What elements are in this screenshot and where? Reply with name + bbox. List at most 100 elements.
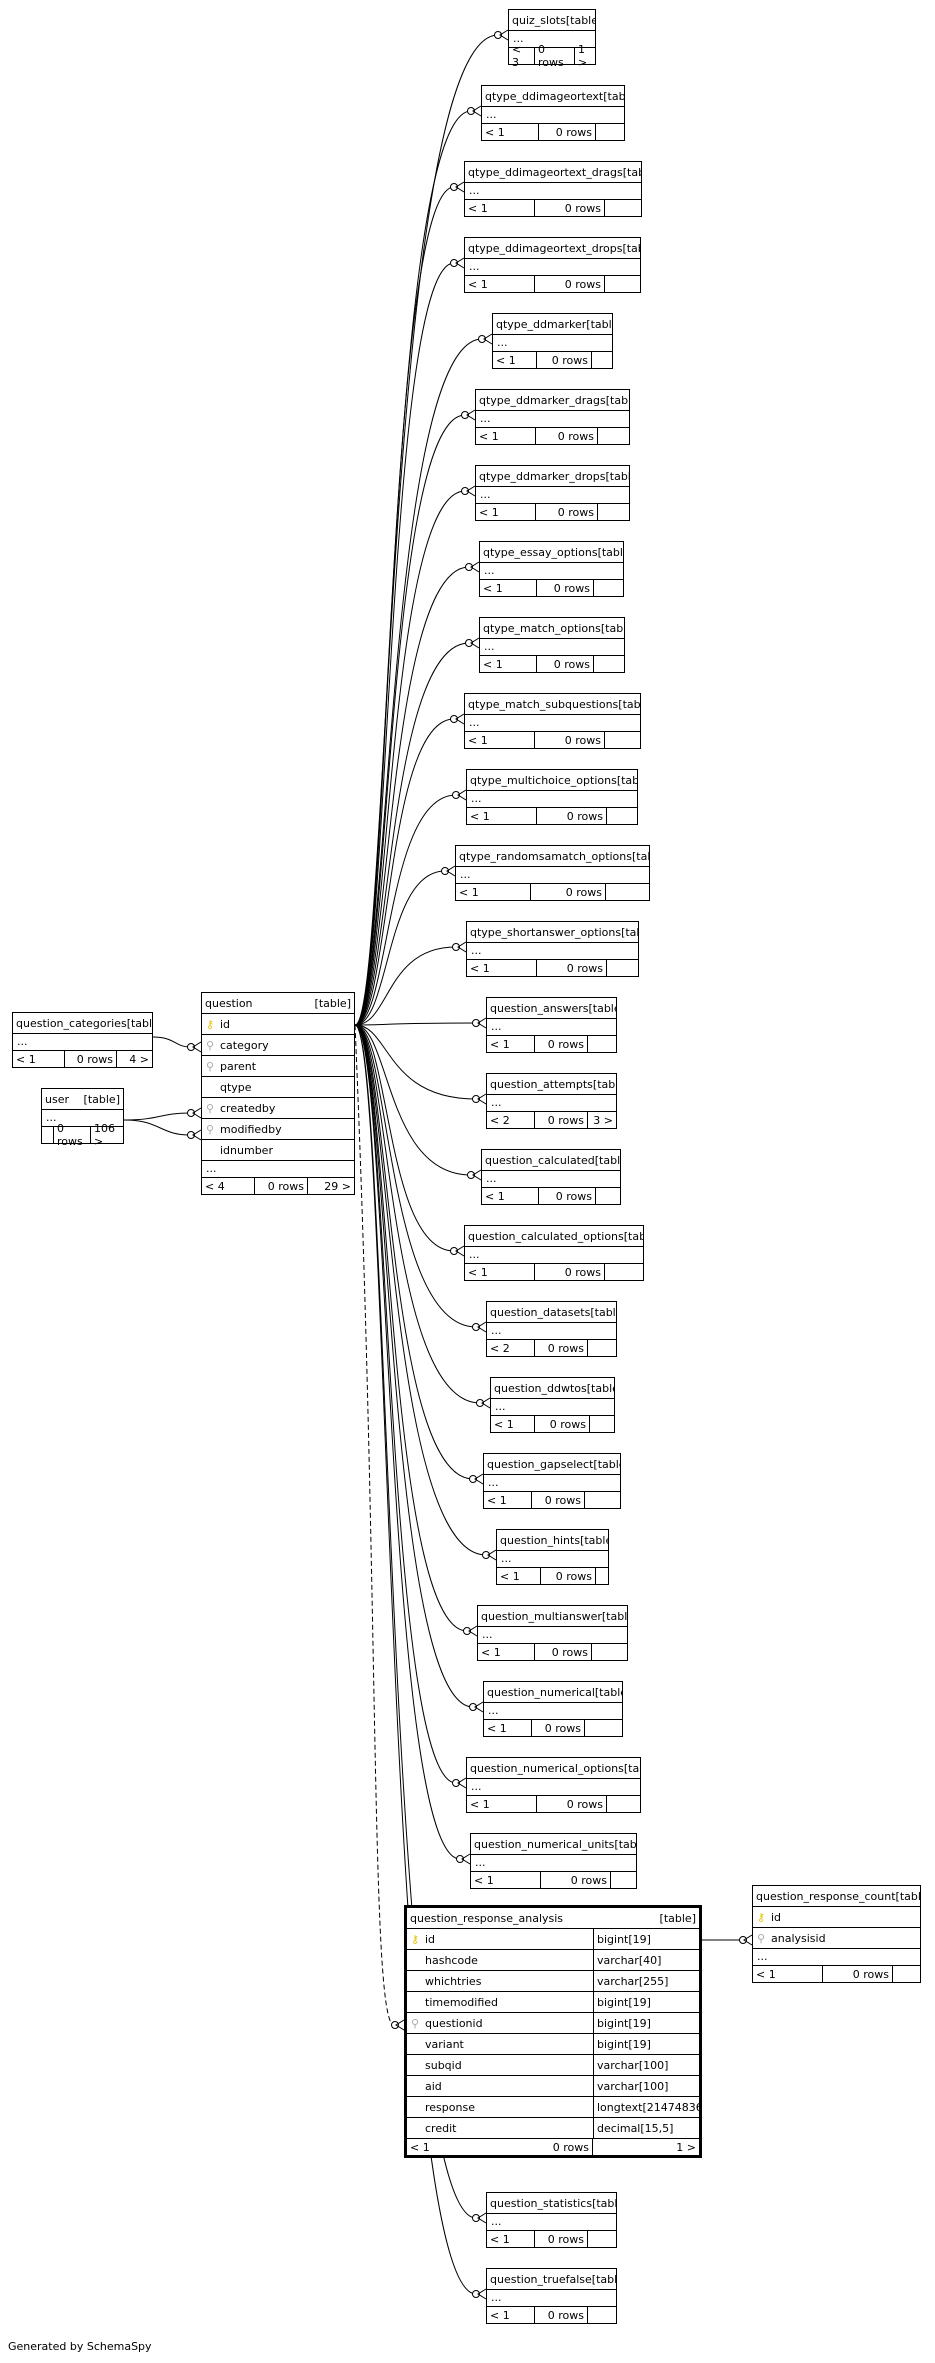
- columns-ellipsis: ...: [13, 1034, 152, 1051]
- relationship-line: [354, 338, 483, 1026]
- table-qtype-multichoice-options[interactable]: qtype_multichoice_options[table]...< 10 …: [466, 769, 638, 825]
- table-qtype-ddimageortext-drags[interactable]: qtype_ddimageortext_drags[table]...< 10 …: [464, 161, 642, 217]
- row-count: 0 rows: [535, 1340, 588, 1356]
- column-label: modifiedby: [220, 1122, 282, 1136]
- crows-foot-marker: [468, 1625, 478, 1637]
- parents-count: < 1: [487, 2231, 535, 2247]
- table-user[interactable]: user[table] ... 0 rows 106 >: [41, 1088, 124, 1148]
- columns-ellipsis: ...: [467, 943, 638, 960]
- children-count: [592, 352, 612, 368]
- column-row[interactable]: qtype: [202, 1077, 354, 1098]
- table-question-numerical[interactable]: question_numerical[table]...< 10 rows: [483, 1681, 623, 1737]
- table-tag: [table]: [603, 89, 624, 103]
- foreign-key-icon: ⚲: [757, 1931, 766, 1945]
- table-qtype-ddimageortext[interactable]: qtype_ddimageortext[table]...< 10 rows: [481, 85, 625, 141]
- parents-count: < 1: [491, 1416, 535, 1432]
- table-question-numerical-options[interactable]: question_numerical_options[table]...< 10…: [466, 1757, 641, 1813]
- crows-foot-marker: [192, 1041, 202, 1053]
- optional-marker: [482, 1551, 490, 1559]
- row-count: 0 rows: [537, 352, 592, 368]
- table-question-response-count[interactable]: question_response_count[table] ⚷id⚲analy…: [752, 1885, 921, 1983]
- table-tag: [table]: [597, 545, 623, 559]
- children-count: 3 >: [593, 1113, 613, 1127]
- table-question-hints[interactable]: question_hints[table]...< 10 rows: [496, 1529, 609, 1585]
- table-qtype-ddmarker-drags[interactable]: qtype_ddmarker_drags[table]...< 10 rows: [475, 389, 630, 445]
- column-row[interactable]: ⚲analysisid: [753, 1928, 920, 1949]
- optional-marker: [472, 1323, 480, 1331]
- table-tag: [table]: [622, 241, 640, 255]
- column-name: ⚲questionid: [407, 2017, 593, 2030]
- row-count: 0 rows: [535, 276, 605, 292]
- column-row[interactable]: ⚲createdby: [202, 1098, 354, 1119]
- table-question-multianswer[interactable]: question_multianswer[table]...< 10 rows: [477, 1605, 628, 1661]
- table-question-ddwtos[interactable]: question_ddwtos[table]...< 10 rows: [490, 1377, 615, 1433]
- children-count: [607, 960, 638, 976]
- columns-ellipsis: ...: [487, 1019, 616, 1036]
- table-question-answers[interactable]: question_answers[table]...< 10 rows: [486, 997, 617, 1053]
- table-qtype-ddimageortext-drops[interactable]: qtype_ddimageortext_drops[table]...< 10 …: [464, 237, 641, 293]
- crows-foot-marker: [481, 1397, 491, 1409]
- parents-count-value: < 1: [410, 2140, 430, 2154]
- column-row[interactable]: ⚲modifiedby: [202, 1119, 354, 1140]
- columns-ellipsis: ...: [480, 563, 623, 580]
- columns-ellipsis: ...: [202, 1161, 354, 1178]
- table-qtype-shortanswer-options[interactable]: qtype_shortanswer_options[table]...< 10 …: [466, 921, 639, 977]
- table-question-calculated-options[interactable]: question_calculated_options[table]...< 1…: [464, 1225, 644, 1281]
- row-count: 0 rows: [535, 1644, 592, 1660]
- optional-marker: [441, 867, 449, 875]
- table-name: question_answers: [490, 1001, 589, 1015]
- table-question-calculated[interactable]: question_calculated[table]...< 10 rows: [481, 1149, 621, 1205]
- table-name: question_response_count: [756, 1889, 896, 1903]
- table-qtype-match-subquestions[interactable]: qtype_match_subquestions[table]...< 10 r…: [464, 693, 641, 749]
- table-qtype-randomsamatch-options[interactable]: qtype_randomsamatch_options[table]...< 1…: [455, 845, 650, 901]
- table-qtype-essay-options[interactable]: qtype_essay_options[table]...< 10 rows: [479, 541, 624, 597]
- table-qtype-ddmarker[interactable]: qtype_ddmarker[table]...< 10 rows: [492, 313, 613, 369]
- table-question-gapselect[interactable]: question_gapselect[table]...< 10 rows: [483, 1453, 621, 1509]
- table-question-truefalse[interactable]: question_truefalse[table]...< 10 rows: [486, 2268, 617, 2324]
- optional-marker: [739, 1936, 747, 1944]
- table-name: question_calculated_options: [468, 1229, 624, 1243]
- column-type: bigint[19]: [593, 2034, 699, 2054]
- columns-ellipsis: ...: [465, 1247, 643, 1264]
- optional-marker: [461, 487, 469, 495]
- crows-foot-marker: [499, 29, 509, 41]
- table-question-numerical-units[interactable]: question_numerical_units[table]...< 10 r…: [470, 1833, 637, 1889]
- column-row[interactable]: ⚷id: [202, 1014, 354, 1035]
- table-name: qtype_shortanswer_options: [470, 925, 622, 939]
- columns-ellipsis: ...: [487, 1095, 616, 1112]
- column-label: createdby: [220, 1101, 276, 1115]
- optional-marker: [391, 2021, 399, 2029]
- columns-ellipsis: ...: [467, 791, 637, 808]
- parents-count: < 1: [484, 1720, 532, 1736]
- table-qtype-match-options[interactable]: qtype_match_options[table]...< 10 rows: [479, 617, 625, 673]
- column-row[interactable]: ⚲parent: [202, 1056, 354, 1077]
- column-row[interactable]: idnumber: [202, 1140, 354, 1161]
- table-question-statistics[interactable]: question_statistics[table]...< 10 rows: [486, 2192, 617, 2248]
- optional-marker: [450, 259, 458, 267]
- columns-ellipsis: ...: [42, 1110, 123, 1127]
- relationship-line: [354, 1024, 477, 1328]
- row-count: 0 rows: [537, 580, 594, 596]
- column-row[interactable]: ⚷id: [753, 1907, 920, 1928]
- table-question-datasets[interactable]: question_datasets[table]...< 20 rows: [486, 1301, 617, 1357]
- table-qtype-ddmarker-drops[interactable]: qtype_ddmarker_drops[table]...< 10 rows: [475, 465, 630, 521]
- column-row[interactable]: ⚲category: [202, 1035, 354, 1056]
- table-question-categories[interactable]: question_categories[table] ... < 1 0 row…: [12, 1012, 153, 1068]
- optional-marker: [461, 411, 469, 419]
- row-count: 0 rows: [552, 2140, 589, 2154]
- column-type: longtext[2147483647]: [593, 2097, 699, 2117]
